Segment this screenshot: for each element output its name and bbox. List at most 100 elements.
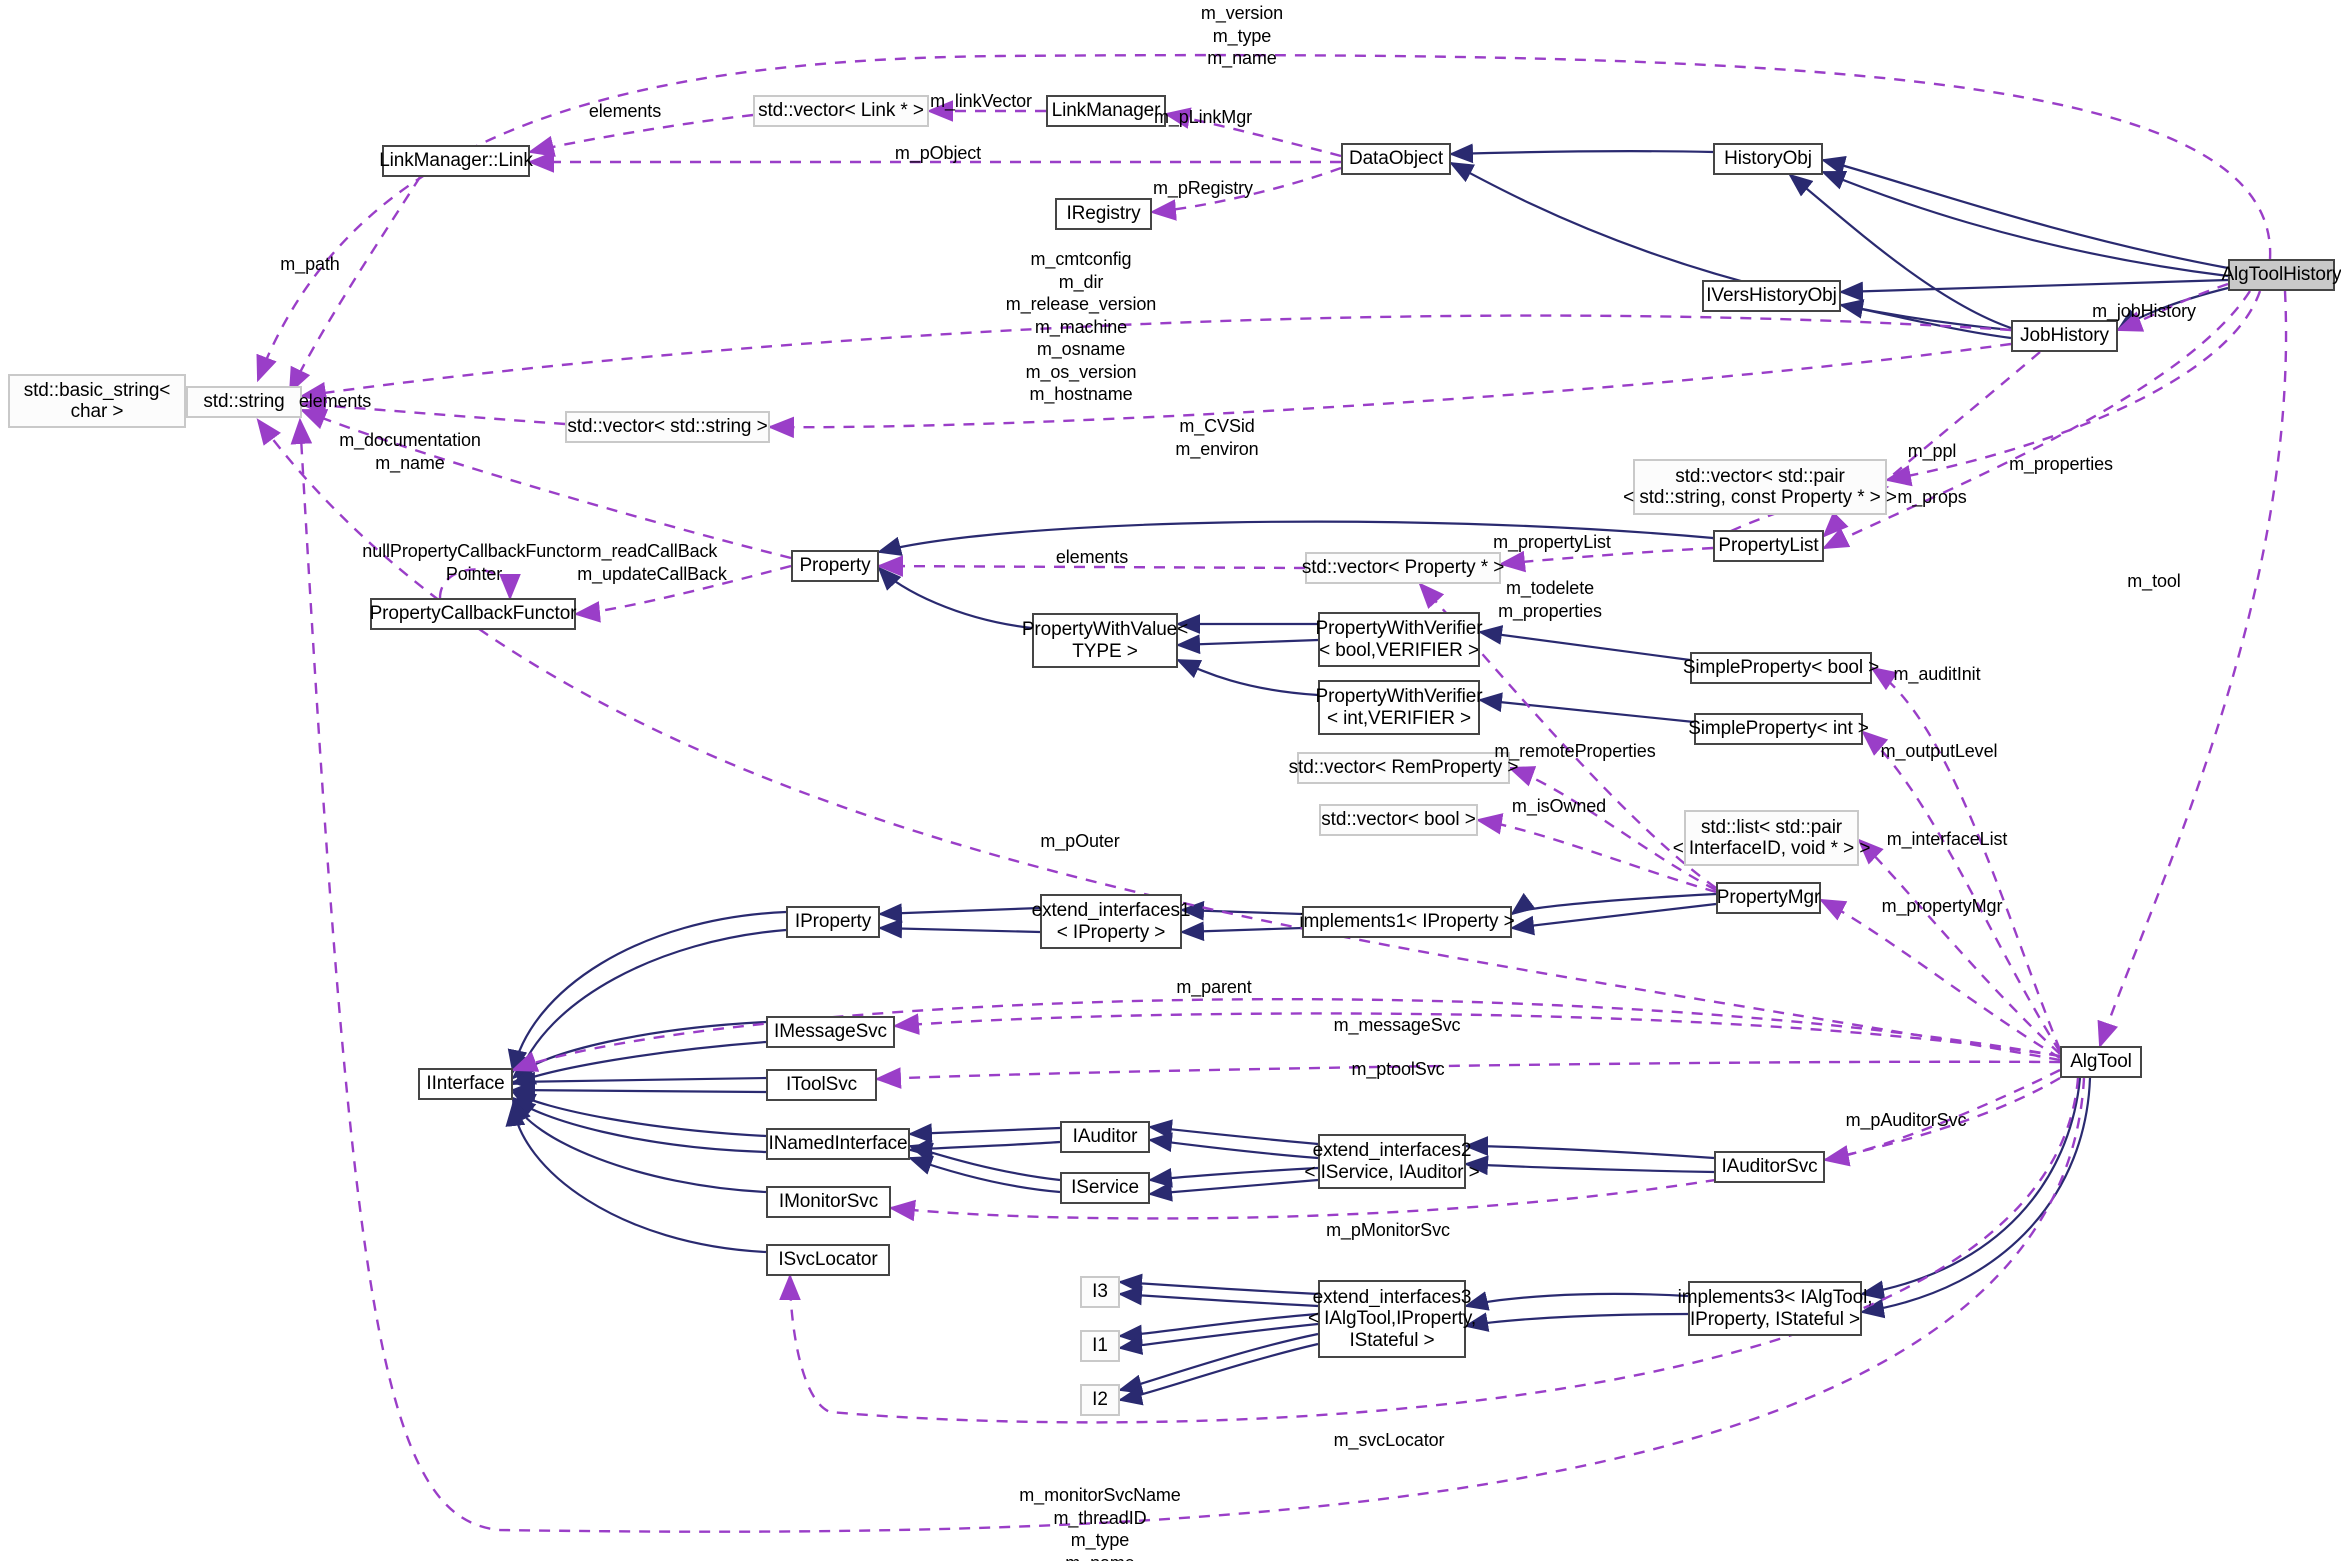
edge-label-lbl_plinkmgr: m_pLinkMgr	[1153, 107, 1253, 127]
inheritance-edge-iservice-to-inamedinterface	[907, 1155, 1061, 1194]
class-node-itoolsvc[interactable]: IToolSvc	[766, 1069, 877, 1101]
class-node-propertylist[interactable]: PropertyList	[1713, 530, 1824, 562]
edge-label-lbl_pobject: m_pObject	[894, 143, 982, 163]
usage-edge-layer	[256, 53, 2288, 1533]
inheritance-edge-simpleprop_bool-to-propwithverif_bool	[1477, 625, 1691, 662]
inheritance-edge-extend_interfaces3-to-i2	[1117, 1332, 1319, 1394]
class-node-i1[interactable]: I1	[1080, 1330, 1120, 1362]
edge-label-lbl_interfacelist: m_interfaceList	[1886, 829, 2008, 849]
edge-label-lbl_ptoolsvc: m_ptoolSvc	[1351, 1059, 1445, 1079]
edge-label-lbl_outputlevel: m_outputLevel	[1880, 741, 1998, 761]
edge-label-lbl_version: m_version m_type m_name	[1200, 3, 1284, 68]
usage-edge-algtool-to-list_pair_iid_void	[1857, 838, 2061, 1055]
class-node-vec_remproperty[interactable]: std::vector< RemProperty >	[1289, 752, 1518, 784]
class-node-simpleprop_int[interactable]: SimpleProperty< int >	[1688, 713, 1869, 745]
edge-label-lbl_propertylist: m_propertyList	[1493, 532, 1611, 552]
edge-label-lbl_readcb: m_readCallBack m_updateCallBack	[577, 541, 727, 584]
inheritance-edge-propwithverif_bool-to-propertywithvalue	[1175, 634, 1319, 655]
edge-label-lbl_pouter: m_pOuter	[1040, 831, 1120, 851]
class-node-vec_link_ptr[interactable]: std::vector< Link * >	[753, 95, 929, 127]
class-node-vec_prop_ptr[interactable]: std::vector< Property * >	[1302, 552, 1504, 584]
edge-label-lbl_nullcb: nullPropertyCallbackFunctor Pointer	[362, 541, 586, 584]
inheritance-edge-propwithverif_int-to-propertywithvalue	[1175, 658, 1319, 697]
class-node-jobhistory[interactable]: JobHistory	[2011, 320, 2118, 352]
edge-label-lbl_cmtconfig: m_cmtconfig m_dir m_release_version m_ma…	[1005, 249, 1157, 404]
class-node-extend_interfaces2[interactable]: extend_interfaces2 < IService, IAuditor …	[1304, 1134, 1480, 1189]
inheritance-edge-extend_interfaces3-to-i1	[1117, 1322, 1319, 1355]
inheritance-edge-iproperty-to-iinterface	[515, 928, 787, 1081]
edge-label-lbl_elements_str: elements	[298, 391, 372, 411]
usage-edge-algtool-to-imessagesvc	[892, 1012, 2061, 1058]
class-node-vec_std_string[interactable]: std::vector< std::string >	[565, 411, 770, 443]
class-node-imonitorsvc[interactable]: IMonitorSvc	[766, 1186, 891, 1218]
inheritance-edge-imessagesvc-to-iinterface	[511, 1020, 767, 1080]
inheritance-edge-implements3-to-extend_interfaces3	[1463, 1312, 1689, 1332]
class-node-iproperty[interactable]: IProperty	[786, 906, 880, 938]
edge-label-lbl_path: m_path	[280, 254, 340, 274]
usage-edge-algtool-to-propertymgr	[1818, 898, 2061, 1060]
edge-label-lbl_elements_prop: elements	[1055, 547, 1129, 567]
inheritance-edge-extend_interfaces1-to-iproperty	[877, 903, 1041, 924]
inheritance-edge-algtoolhistory-to-historyobj	[1820, 155, 2229, 270]
inheritance-edge-imonitorsvc-to-iinterface	[511, 1097, 767, 1194]
edge-label-lbl_cvsid: m_CVSid m_environ	[1175, 416, 1259, 459]
class-node-propertymgr[interactable]: PropertyMgr	[1716, 882, 1821, 914]
edge-label-lbl_messagesvc: m_messageSvc	[1333, 1015, 1461, 1035]
class-node-linkmanager[interactable]: LinkManager	[1046, 95, 1166, 127]
class-node-implements1[interactable]: implements1< IProperty >	[1299, 906, 1515, 938]
class-node-simpleprop_bool[interactable]: SimpleProperty< bool >	[1683, 652, 1879, 684]
inheritance-edge-itoolsvc-to-iinterface	[510, 1080, 767, 1101]
class-node-imessagesvc[interactable]: IMessageSvc	[766, 1016, 895, 1048]
class-node-basic_string[interactable]: std::basic_string< char >	[8, 374, 186, 428]
inheritance-edge-algtoolhistory-to-iversshistoryobj	[1838, 278, 2229, 302]
class-node-list_pair_iid_void[interactable]: std::list< std::pair < InterfaceID, void…	[1673, 810, 1870, 866]
class-node-isvclocator[interactable]: ISvcLocator	[766, 1244, 890, 1276]
edge-label-lbl_ppl: m_ppl	[1907, 441, 1957, 461]
class-node-iauditor[interactable]: IAuditor	[1060, 1121, 1150, 1153]
edge-label-lbl_pmonitorsvc: m_pMonitorSvc	[1326, 1220, 1450, 1240]
class-node-std_string[interactable]: std::string	[186, 386, 302, 418]
inheritance-edge-isvclocator-to-iinterface	[505, 1101, 767, 1254]
inheritance-edge-iservice-to-inamedinterface	[907, 1142, 1061, 1182]
class-node-inamedinterface[interactable]: INamedInterface	[766, 1128, 910, 1160]
usage-edge-algtool-to-simpleprop_int	[1861, 730, 2062, 1053]
class-node-i3[interactable]: I3	[1080, 1276, 1120, 1308]
edge-label-lbl_documentation: m_documentation m_name	[339, 430, 481, 473]
class-node-propertywithvalue[interactable]: PropertyWithValue< TYPE >	[1022, 613, 1188, 668]
inheritance-edge-extend_interfaces2-to-iauditor	[1147, 1132, 1319, 1160]
inheritance-edge-extend_interfaces3-to-i2	[1117, 1342, 1319, 1406]
inheritance-edge-algtoolhistory-to-historyobj	[1820, 170, 2229, 278]
class-node-propertycallback[interactable]: PropertyCallbackFunctor	[370, 598, 577, 630]
class-node-property[interactable]: Property	[791, 550, 879, 582]
class-node-algtool[interactable]: AlgTool	[2060, 1046, 2142, 1078]
class-node-iregistry[interactable]: IRegistry	[1055, 198, 1152, 230]
inheritance-edge-propertywithvalue-to-property	[877, 566, 1033, 630]
class-node-iinterface[interactable]: IInterface	[418, 1068, 513, 1100]
class-node-vec_bool[interactable]: std::vector< bool >	[1319, 804, 1478, 836]
class-node-dataobject[interactable]: DataObject	[1341, 143, 1451, 175]
edge-label-lbl_auditinit: m_auditInit	[1893, 664, 1981, 684]
class-node-vec_pair_str_prop[interactable]: std::vector< std::pair < std::string, co…	[1623, 459, 1897, 515]
inheritance-edge-implements3-to-extend_interfaces3	[1463, 1291, 1689, 1311]
inheritance-edge-extend_interfaces2-to-iauditor	[1147, 1119, 1319, 1146]
class-node-iauditorsvc[interactable]: IAuditorSvc	[1714, 1151, 1825, 1183]
class-node-linkmanager_link[interactable]: LinkManager::Link	[379, 145, 533, 177]
class-node-algtoolhistory[interactable]: AlgToolHistory	[2221, 259, 2341, 291]
class-node-extend_interfaces3[interactable]: extend_interfaces3 < IAlgTool,IProperty,…	[1308, 1280, 1476, 1358]
inheritance-edge-imessagesvc-to-iinterface	[510, 1040, 767, 1086]
class-node-historyobj[interactable]: HistoryObj	[1713, 143, 1823, 175]
inheritance-edge-extend_interfaces3-to-i3	[1117, 1273, 1319, 1296]
edge-label-lbl_svclocator: m_svcLocator	[1333, 1430, 1445, 1450]
class-node-iservice[interactable]: IService	[1060, 1172, 1150, 1204]
class-node-i2[interactable]: I2	[1080, 1384, 1120, 1416]
inheritance-edge-iauditorsvc-to-extend_interfaces2	[1463, 1136, 1715, 1160]
class-node-implements3[interactable]: implements3< IAlgTool, IProperty, IState…	[1678, 1281, 1872, 1336]
class-node-propwithverif_bool[interactable]: PropertyWithVerifier < bool,VERIFIER >	[1316, 612, 1483, 667]
inheritance-edge-propertymgr-to-implements1	[1509, 902, 1717, 936]
inheritance-edge-inamedinterface-to-iinterface	[511, 1096, 767, 1154]
class-node-propwithverif_int[interactable]: PropertyWithVerifier < int,VERIFIER >	[1316, 680, 1483, 735]
class-node-extend_interfaces1[interactable]: extend_interfaces1 < IProperty >	[1032, 894, 1190, 949]
edge-label-lbl_pregistry: m_pRegistry	[1153, 178, 1253, 198]
class-node-iversshistoryobj[interactable]: IVersHistoryObj	[1702, 280, 1841, 312]
edge-label-lbl_linkvector: m_linkVector	[930, 91, 1032, 111]
